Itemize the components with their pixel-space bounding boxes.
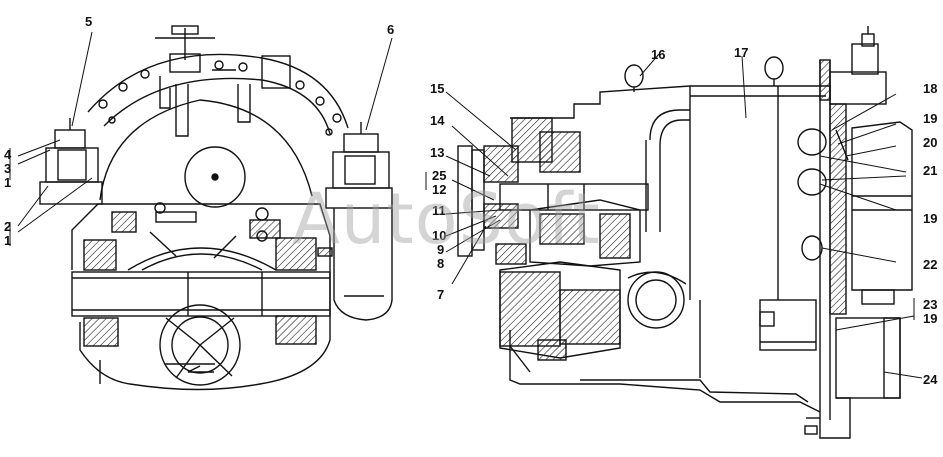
callout-21: 21 — [923, 163, 938, 178]
callout-11: 11 — [432, 203, 446, 218]
callout-19-top: 19 — [923, 111, 938, 126]
callout-1-lower: 1 — [4, 233, 12, 248]
callout-2: 2 — [4, 219, 12, 234]
callout-15: 15 — [430, 81, 445, 96]
callout-5: 5 — [85, 14, 93, 29]
callout-8: 8 — [437, 256, 445, 271]
callout-1-upper: 1 — [4, 175, 12, 190]
callout-25: 25 — [432, 168, 447, 183]
callout-10: 10 — [432, 228, 447, 243]
callout-12: 12 — [432, 182, 447, 197]
callout-19-middle: 19 — [923, 211, 938, 226]
callout-6: 6 — [387, 22, 395, 37]
left-view-housing — [39, 25, 393, 391]
leader-lines — [9, 31, 923, 379]
right-view-housing — [457, 26, 913, 439]
callout-24: 24 — [923, 372, 938, 387]
callout-4: 4 — [4, 147, 12, 162]
callout-19-bottom: 19 — [923, 311, 938, 326]
callout-23: 23 — [923, 297, 938, 312]
callout-13: 13 — [430, 145, 445, 160]
callout-3: 3 — [4, 161, 12, 176]
callout-18: 18 — [923, 81, 938, 96]
callout-20: 20 — [923, 135, 938, 150]
callout-16: 16 — [651, 47, 666, 62]
callout-17: 17 — [734, 45, 749, 60]
callout-7: 7 — [437, 287, 445, 302]
callout-22: 22 — [923, 257, 938, 272]
callout-9: 9 — [437, 242, 445, 257]
callout-14: 14 — [430, 113, 445, 128]
